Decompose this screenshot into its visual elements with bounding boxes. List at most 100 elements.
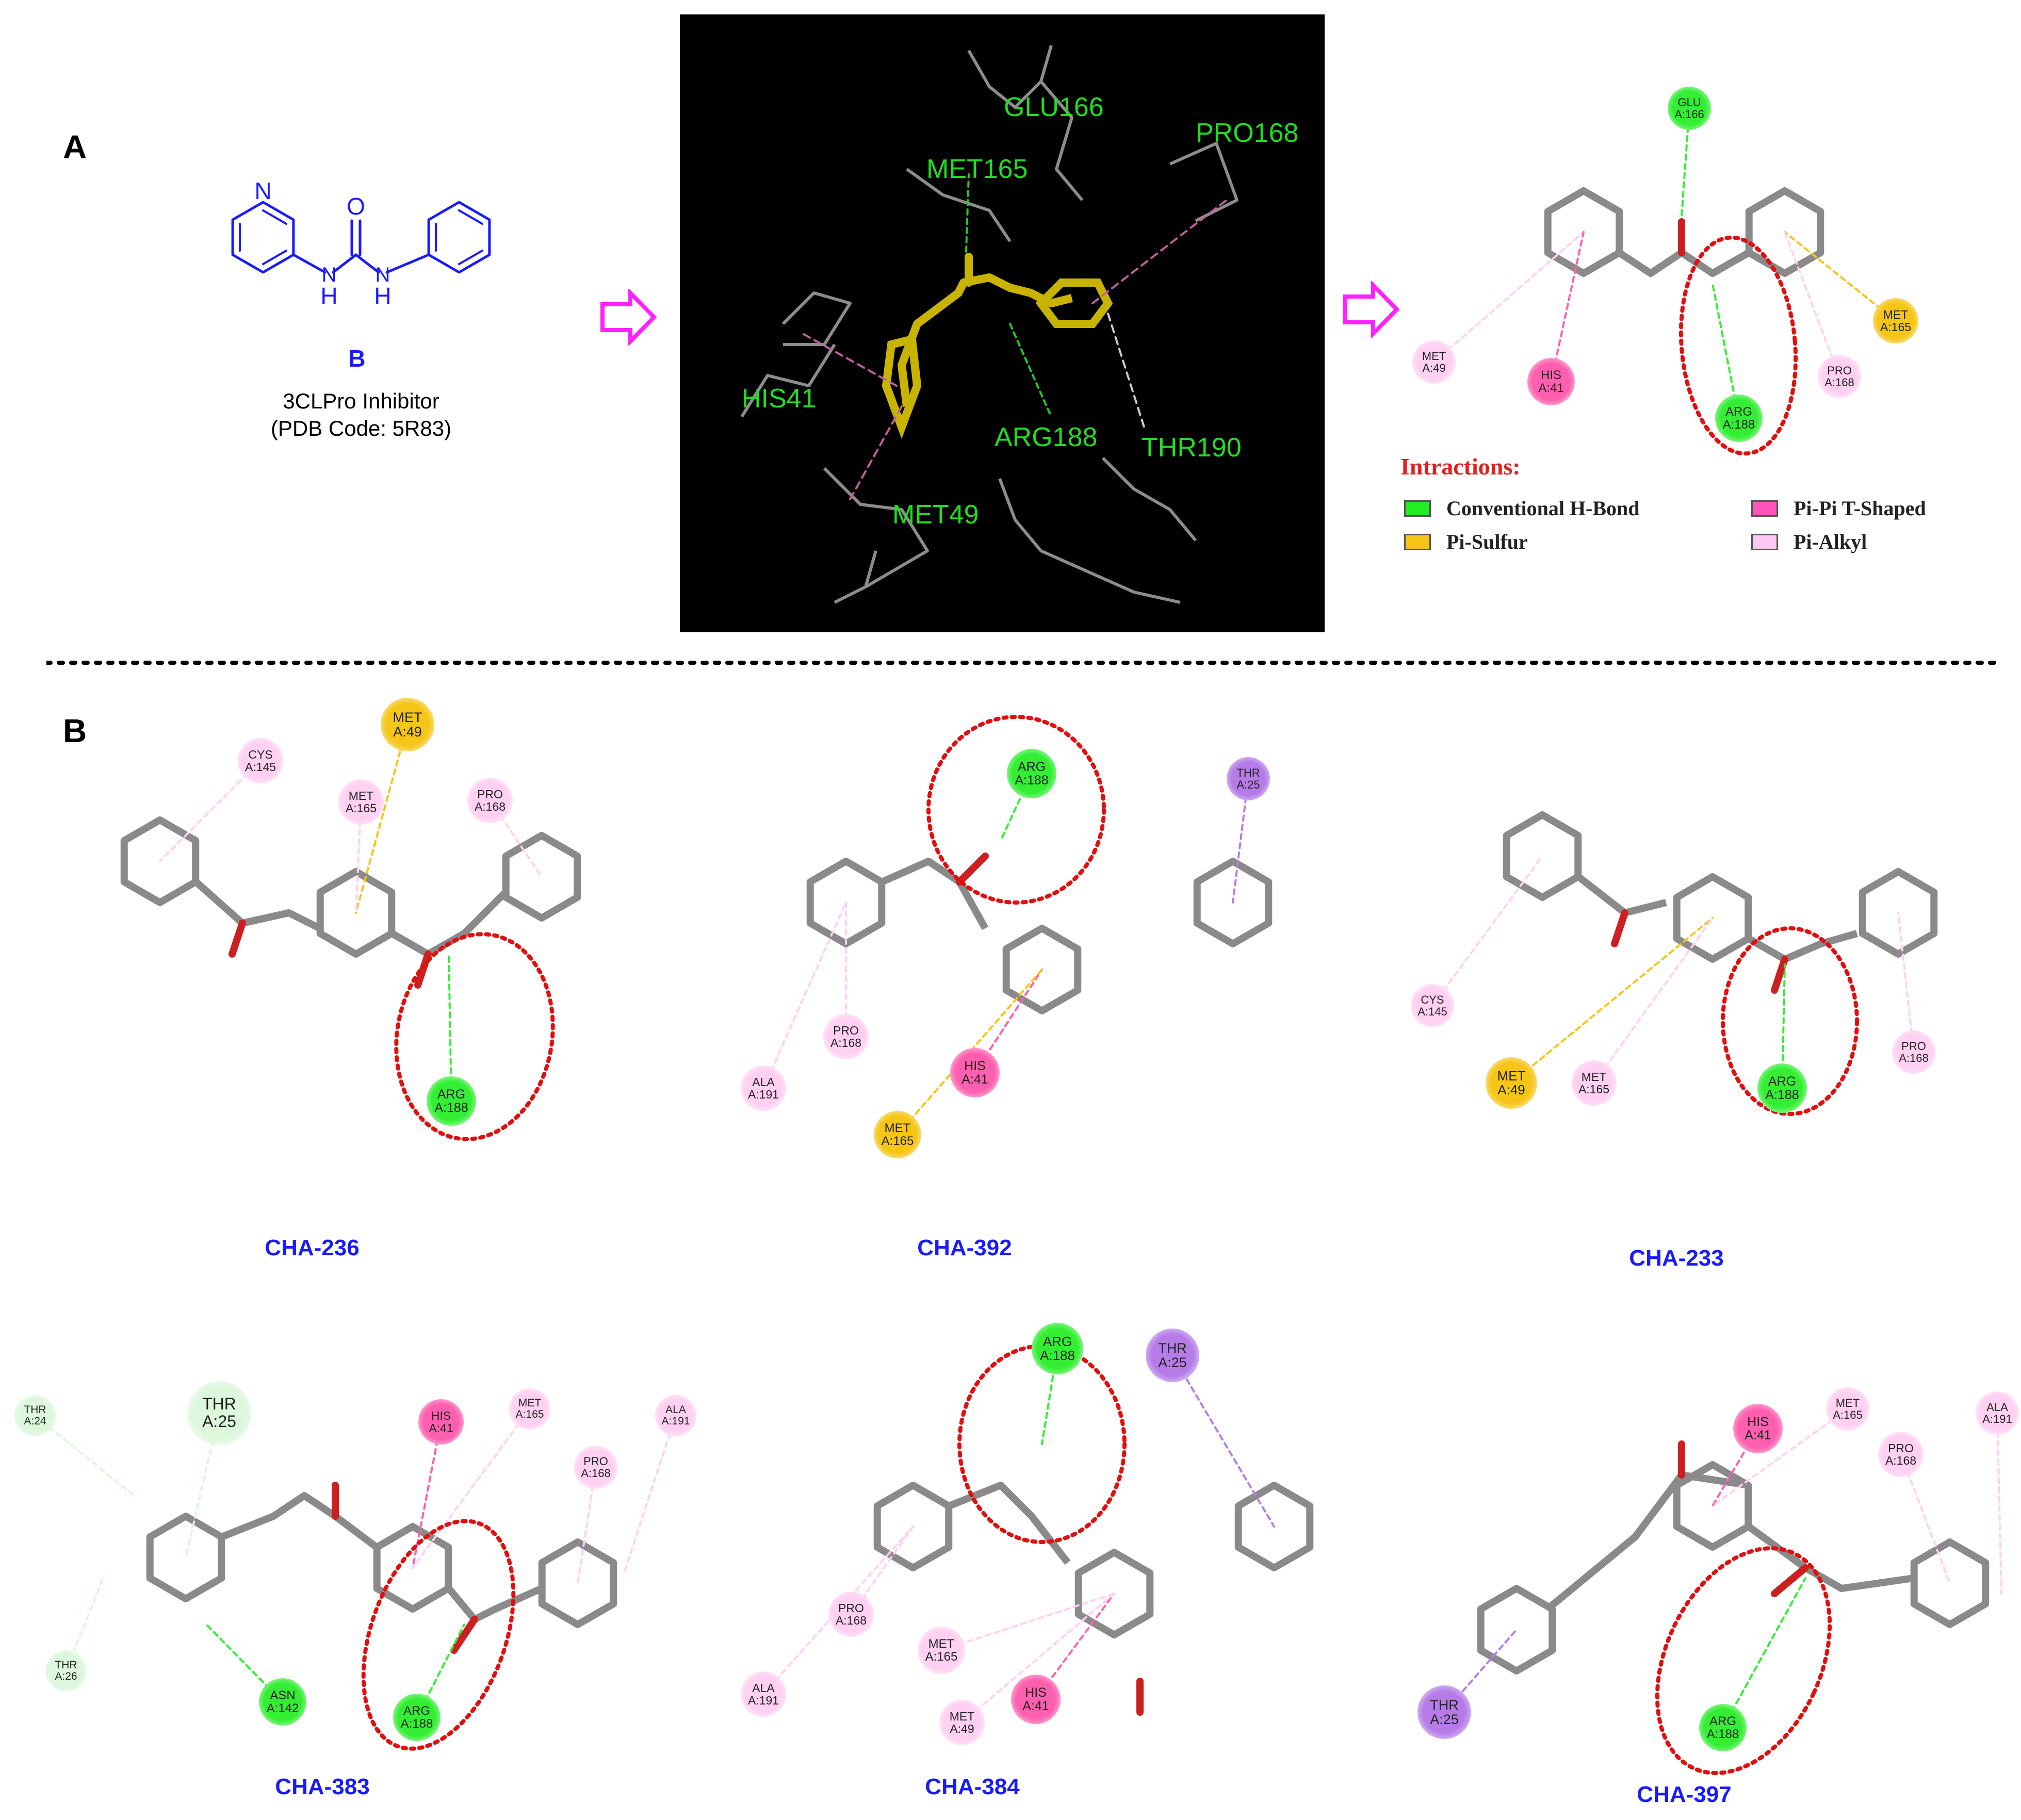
compound-label-cha-384: CHA-384 — [925, 1774, 1020, 1799]
arrow-right-icon-1 — [600, 289, 657, 346]
panel-a-letter: A — [63, 128, 87, 166]
cha-392-ring-1 — [1002, 925, 1082, 1014]
amine-n-left: N — [322, 264, 337, 286]
compound-b-label: B — [348, 345, 366, 372]
cha-384-residue-met-4-name: MET — [928, 1636, 955, 1651]
bond-n-c — [332, 253, 357, 274]
docking-3d-view: GLU166 MET165 PRO168 HIS41 ARG188 THR190… — [680, 14, 1325, 632]
panel-a-residue-arg188-name: ARG — [1725, 404, 1752, 419]
cha-397-interaction-3 — [1900, 1453, 1951, 1584]
cha-392-interaction-5 — [897, 969, 1043, 1136]
compound-map-cha-397 — [1443, 1408, 2002, 1775]
legend-label-pipi: Pi-Pi T-Shaped — [1794, 497, 1926, 520]
dock-label-glu166: GLU166 — [1004, 92, 1104, 122]
dock-label-arg188: ARG188 — [995, 422, 1098, 452]
cha-233-residue-arg-3-chain: A:188 — [1765, 1088, 1799, 1102]
cha-383-residue-thr-6-chain: A:26 — [55, 1670, 77, 1682]
protein-stick-7 — [1169, 142, 1238, 222]
carbonyl-oxygen: O — [347, 193, 365, 220]
cha-233-interaction-2 — [1593, 917, 1714, 1084]
legend-title: Intractions: — [1400, 453, 1521, 480]
cha-384-linker — [948, 1482, 1071, 1565]
legend-swatch-hbond — [1404, 500, 1431, 517]
cha-384-residue-pro-2-chain: A:168 — [835, 1614, 867, 1627]
bond-n-ring — [385, 253, 430, 274]
legend-swatch-pialkyl — [1751, 533, 1778, 550]
protein-stick-0 — [967, 45, 1053, 109]
cha-233-residue-met-1-chain: A:49 — [1497, 1082, 1525, 1097]
ligand-ring-left — [882, 334, 922, 439]
dock-hbond-arg188 — [1009, 323, 1052, 418]
panel-a-residue-met165-name: MET — [1883, 307, 1909, 321]
ligand-a-ring-left-aromatic — [1557, 202, 1610, 262]
arrow-right-icon-2 — [1343, 281, 1400, 338]
cha-236-residue-met-2-chain: A:165 — [345, 801, 377, 815]
protein-stick-9 — [834, 550, 877, 604]
protein-stick-6 — [998, 478, 1181, 604]
cha-384-residue-ala-3-name: ALA — [752, 1681, 775, 1695]
compound-b-description: 3CLPro Inhibitor (PDB Code: 5R83) — [206, 388, 516, 442]
cha-392-arg188-highlight — [926, 715, 1106, 905]
cha-383-residue-his-2-chain: A:41 — [429, 1421, 453, 1435]
legend-label-pialkyl: Pi-Alkyl — [1794, 530, 1867, 553]
cha-233-residue-met-1-name: MET — [1497, 1068, 1526, 1084]
ligand-ring-right — [1035, 278, 1113, 328]
pyridine-double-bond-0 — [262, 250, 288, 265]
panel-a-interaction-his41 — [1550, 231, 1585, 383]
cha-397-ring-1 — [1910, 1538, 1990, 1628]
cha-233-urea-carbonyl — [1771, 956, 1788, 994]
cha-384-ring-2 — [1234, 1482, 1314, 1571]
cha-392-carbonyl — [956, 852, 989, 886]
description-line-1: 3CLPro Inhibitor — [283, 389, 439, 413]
amine-n-right: N — [376, 264, 390, 286]
panel-a-residue-glu166-chain: A:166 — [1674, 108, 1704, 121]
cha-383-ring-0-aromatic — [159, 1528, 212, 1587]
benzene-ring — [427, 201, 491, 274]
cha-383-ring-1 — [373, 1523, 452, 1613]
compound-map-cha-236 — [120, 724, 581, 1141]
legend-item-pialkyl: Pi-Alkyl — [1751, 530, 1867, 554]
panel-a-arg188-highlight — [1678, 235, 1798, 456]
dock-hbond-glu166 — [965, 173, 970, 253]
cha-233-carbonyl — [1611, 909, 1628, 947]
cha-397-residue-pro-3-chain: A:168 — [1885, 1454, 1917, 1467]
dock-thr190 — [1107, 313, 1145, 428]
cha-236-residue-cys-0-name: CYS — [248, 747, 273, 761]
panel-b-letter: B — [63, 712, 87, 749]
cha-383-linker — [220, 1492, 379, 1550]
cha-236-ring-0-aromatic — [134, 831, 186, 891]
cha-383-interaction-3 — [412, 1408, 531, 1569]
panel-a-residue-arg188-chain: A:188 — [1722, 418, 1755, 432]
panel-a-interaction-met165 — [1784, 231, 1897, 322]
protein-stick-8 — [1101, 456, 1197, 542]
cha-384-residue-thr-1-name: THR — [1158, 1340, 1187, 1356]
cha-233-residue-cys-0-chain: A:145 — [1417, 1005, 1447, 1018]
cha-233-ring-0-aromatic — [1516, 826, 1569, 886]
cha-233-residue-pro-4-chain: A:168 — [1899, 1052, 1929, 1064]
amine-h-right: H — [374, 283, 391, 309]
cha-392-residue-thr-1-name: THR — [1236, 766, 1260, 779]
cha-233-ring-2 — [1859, 868, 1938, 958]
cha-233-residue-pro-4-name: PRO — [1901, 1039, 1926, 1053]
panel-a-residue-met165-chain: A:165 — [1880, 320, 1912, 334]
dock-pialkyl-met49 — [849, 405, 903, 500]
ligand-a-ring-right — [1745, 187, 1824, 277]
cha-397-residue-thr-4-name: THR — [1430, 1697, 1459, 1713]
